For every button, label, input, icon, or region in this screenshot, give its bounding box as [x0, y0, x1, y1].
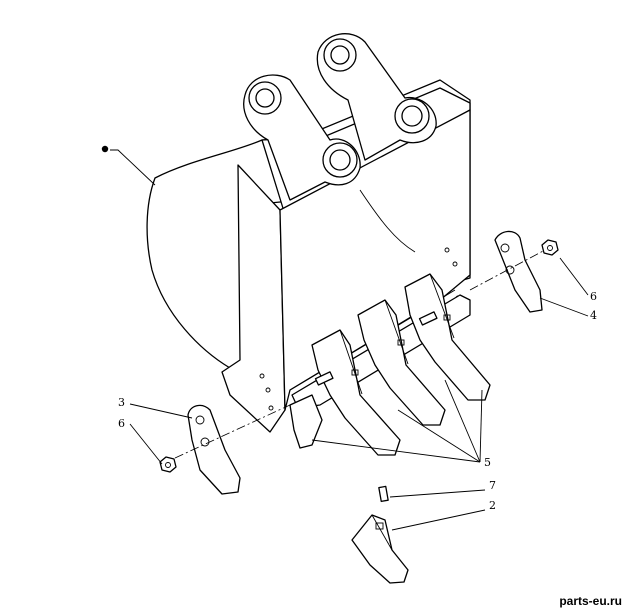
mounting-bracket-rear [316, 33, 437, 161]
nut-left [159, 456, 177, 473]
callout-7: 7 [489, 479, 496, 492]
axis-line-left [174, 404, 291, 459]
bucket-tooth-1 [311, 329, 401, 456]
callout-2: 2 [489, 499, 496, 512]
leader-lines [110, 149, 589, 531]
replacement-tooth [351, 514, 409, 584]
leader-dot [101, 145, 109, 153]
bucket-tooth-3 [404, 273, 491, 401]
nut-right [541, 239, 559, 256]
bucket-tooth-4 [289, 394, 323, 449]
replacement-pin [378, 485, 389, 503]
mounting-bracket-front [243, 74, 361, 201]
callout-5: 5 [484, 456, 491, 469]
side-cutter-right [494, 230, 543, 313]
axis-line-right [469, 249, 546, 291]
bucket-tooth-2 [357, 299, 446, 426]
callout-6-left: 6 [118, 417, 125, 430]
watermark: parts-eu.ru [559, 594, 622, 608]
callout-4: 4 [590, 309, 597, 322]
tooth-pin-left [314, 371, 334, 386]
side-cutter-left [187, 404, 241, 495]
tooth-pin-right [418, 311, 438, 326]
callout-3: 3 [118, 396, 125, 409]
callout-6-right: 6 [590, 290, 597, 303]
